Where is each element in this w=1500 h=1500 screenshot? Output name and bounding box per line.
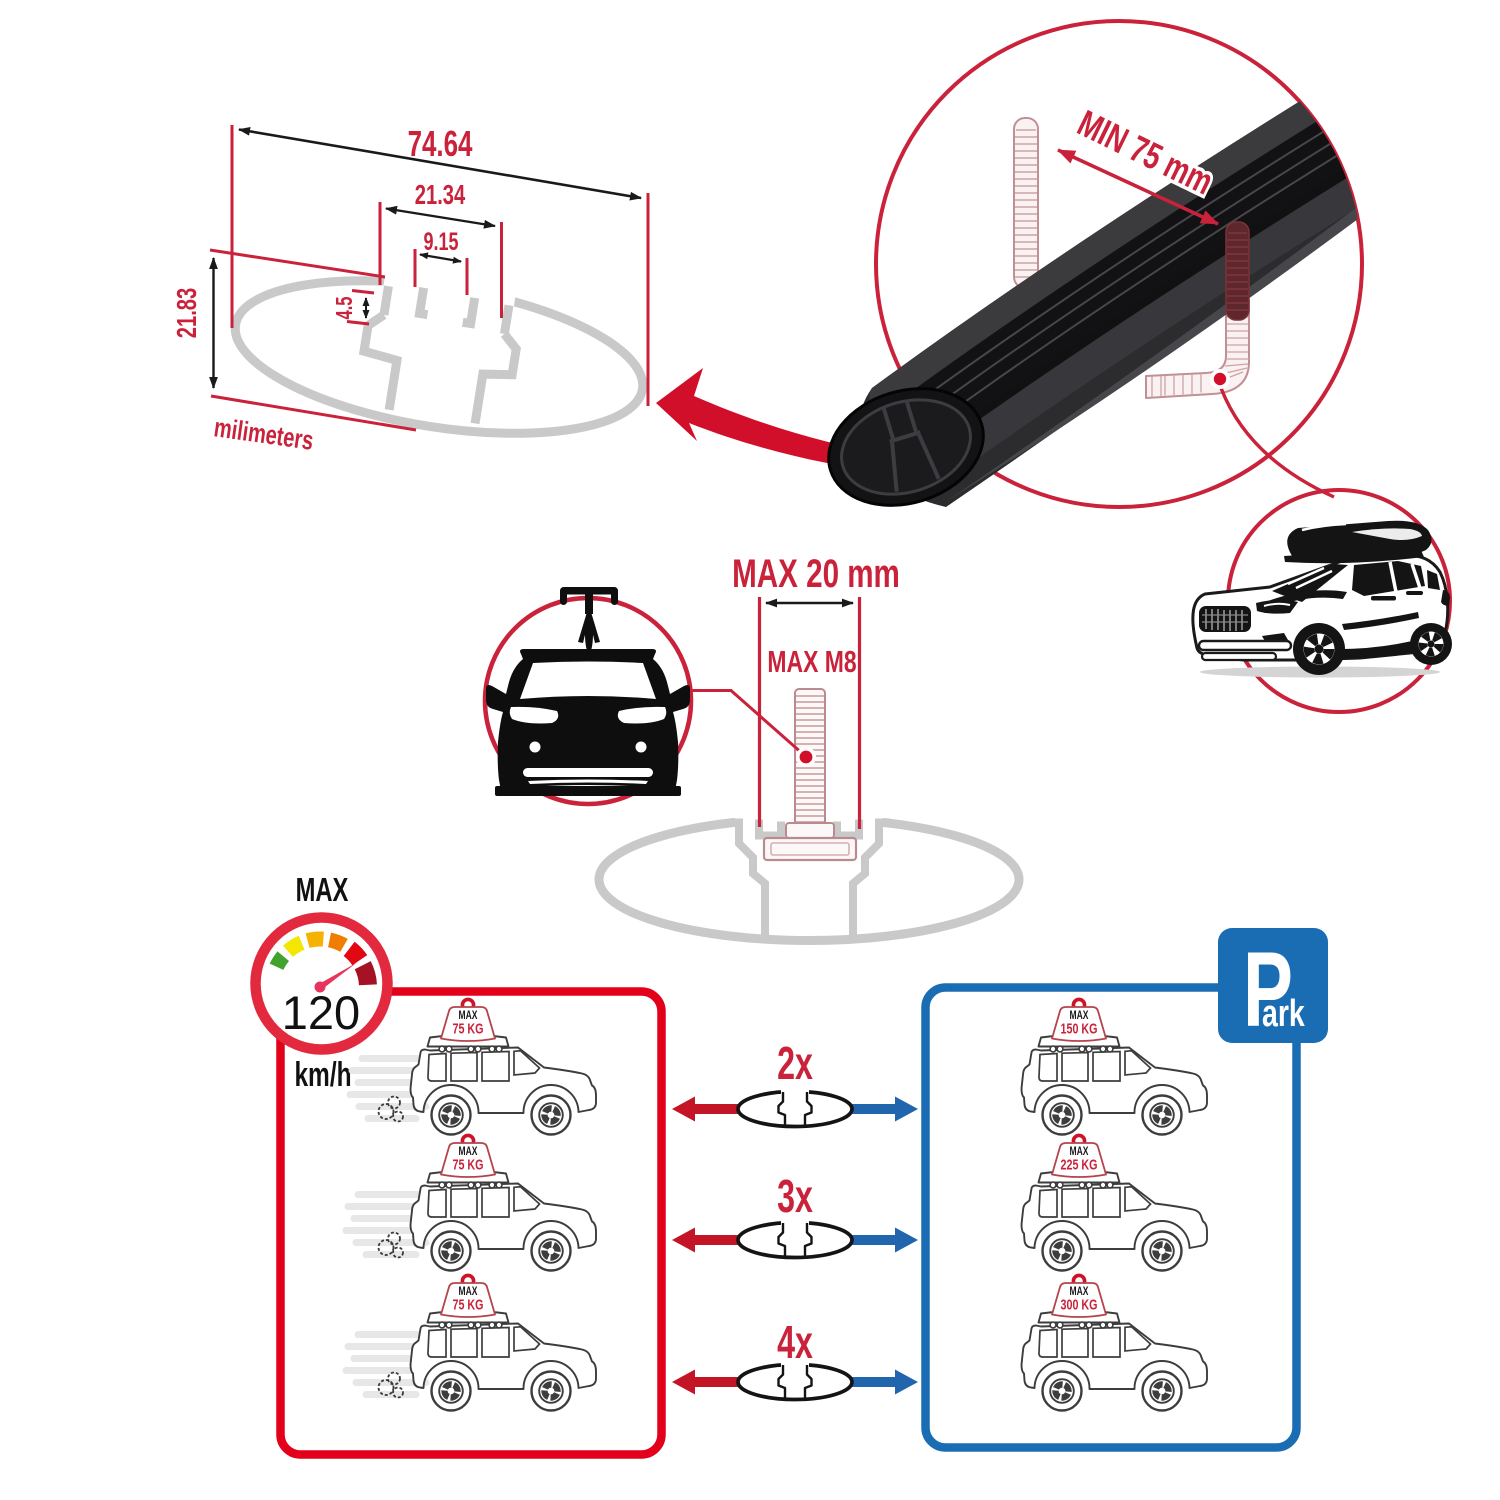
svg-text:MAX 20 mm: MAX 20 mm — [732, 552, 900, 596]
svg-text:75 KG: 75 KG — [452, 1156, 483, 1173]
svg-text:3x: 3x — [777, 1171, 813, 1222]
svg-text:120: 120 — [282, 986, 360, 1039]
svg-text:km/h: km/h — [294, 1056, 351, 1094]
svg-text:75 KG: 75 KG — [452, 1020, 483, 1037]
svg-text:MAX: MAX — [296, 872, 349, 909]
svg-text:300 KG: 300 KG — [1061, 1296, 1098, 1313]
svg-text:9.15: 9.15 — [423, 227, 458, 256]
svg-text:74.64: 74.64 — [408, 124, 473, 164]
svg-text:4.5: 4.5 — [332, 296, 357, 319]
svg-text:150 KG: 150 KG — [1061, 1020, 1098, 1037]
svg-text:225 KG: 225 KG — [1061, 1156, 1098, 1173]
svg-text:75 KG: 75 KG — [452, 1296, 483, 1313]
svg-text:P: P — [1243, 929, 1293, 1049]
svg-text:MAX M8: MAX M8 — [767, 644, 856, 679]
svg-text:4x: 4x — [777, 1317, 813, 1368]
svg-text:21.34: 21.34 — [415, 180, 466, 211]
svg-text:ark: ark — [1262, 993, 1305, 1035]
svg-text:21.83: 21.83 — [172, 288, 203, 338]
svg-text:2x: 2x — [777, 1038, 813, 1089]
